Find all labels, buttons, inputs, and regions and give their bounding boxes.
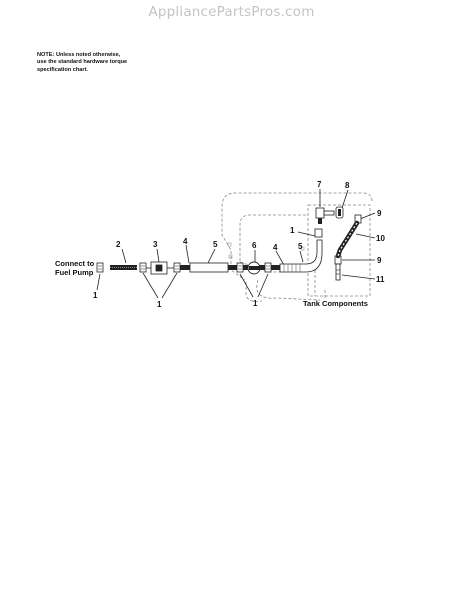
note-line-1: NOTE: Unless noted otherwise,: [37, 52, 121, 58]
grommet-8: [335, 206, 344, 219]
fuel-filter-3: [146, 261, 174, 275]
hose-clamp: [264, 262, 272, 273]
inner-dashed-route: [239, 214, 306, 262]
tank-fitting-7: [315, 207, 335, 224]
callout-10: 10: [376, 234, 385, 243]
callout-11: 11: [376, 275, 385, 284]
connect-label-line-1: Connect to: [55, 259, 95, 268]
fuel-hose-4: [180, 265, 190, 270]
hose-sleeve-5: [189, 262, 229, 273]
hose-clamp: [314, 228, 323, 238]
note-line-2: use the standard hardware torque: [37, 59, 128, 66]
hose-clamp: [173, 262, 181, 273]
fuel-hose-2: [110, 265, 137, 270]
hose-clamp: [96, 262, 104, 273]
fuel-hose-4-tail: [228, 265, 237, 270]
small-markers: [227, 242, 305, 259]
watermark: AppliancePartsPros.com: [148, 4, 315, 20]
dashed-outlines: [221, 192, 373, 302]
callout-9: 9: [377, 256, 382, 265]
callout-2: 2: [116, 240, 121, 249]
callout-8: 8: [345, 181, 350, 190]
callouts: 2 3 4 5 6 4 5 1 1 1 1 7 8 9 10 9 11: [93, 180, 385, 309]
note-line-3: specification chart.: [37, 66, 88, 73]
connect-label-line-2: Fuel Pump: [55, 268, 94, 277]
torque-note: NOTE: Unless noted otherwise, use the st…: [37, 52, 127, 74]
callout-1: 1: [253, 299, 258, 308]
callout-4: 4: [183, 237, 188, 246]
callout-6: 6: [252, 241, 257, 250]
callout-1: 1: [157, 300, 162, 309]
hose-clamp: [236, 262, 244, 273]
fuel-hose-4-b: [271, 265, 280, 270]
clamp-details: [98, 265, 270, 270]
callout-7: 7: [317, 180, 322, 189]
callout-5: 5: [213, 240, 218, 249]
hose-sleeve-5-b: [279, 239, 323, 273]
callout-1: 1: [93, 291, 98, 300]
tank-components-label: Tank Components: [303, 299, 368, 308]
loop-dashed-route: [256, 279, 321, 301]
outer-dashed-route: [221, 192, 373, 281]
callout-9: 9: [377, 209, 382, 218]
hose-clamp: [139, 262, 147, 273]
text-labels: Connect to Fuel Pump Tank Components: [55, 259, 368, 308]
shutoff-valve-6: [243, 261, 265, 275]
sleeve-texture: [283, 264, 301, 272]
hose-clamps: [96, 214, 362, 273]
callout-3: 3: [153, 240, 158, 249]
tank-fitting-11: [335, 263, 341, 281]
callout-1: 1: [290, 226, 295, 235]
callout-5: 5: [298, 242, 303, 251]
callout-4: 4: [273, 243, 278, 252]
